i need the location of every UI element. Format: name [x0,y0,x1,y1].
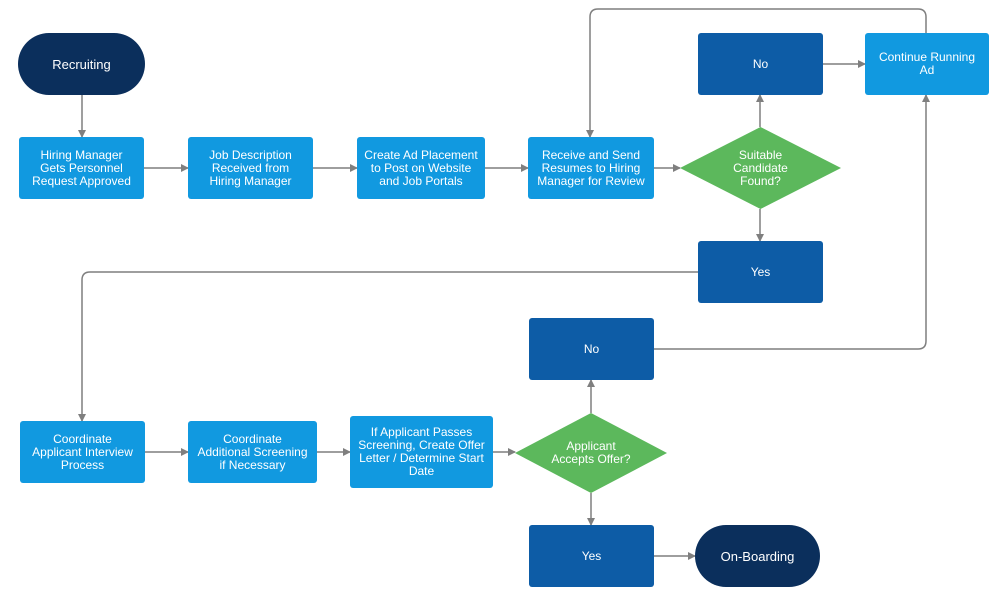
additional-screening-step: Coordinate Additional Screening if Neces… [188,421,317,483]
decision-diamond-shape [680,127,841,209]
coordinate-interview-step: Coordinate Applicant Interview Process [20,421,145,483]
yes-answer-top: Yes [698,241,823,303]
no-answer-top: No [698,33,823,95]
connector-yes-to-coordinate-interview [78,271,698,422]
decision-label: Suitable Candidate Found? [733,147,788,188]
create-offer-step: If Applicant Passes Screening, Create Of… [350,416,493,488]
hiring-manager-step: Hiring Manager Gets Personnel Request Ap… [19,137,144,199]
recruiting-terminal: Recruiting [18,33,145,95]
continue-running-ad-step: Continue Running Ad [865,33,989,95]
job-description-step: Job Description Received from Hiring Man… [188,137,313,199]
connector-no-bottom-to-continue-ad [654,94,930,350]
connector-continue-ad-to-receive-resumes [586,8,927,138]
onboarding-terminal: On-Boarding [695,525,820,587]
yes-answer-bottom: Yes [529,525,654,587]
decision-label: Applicant Accepts Offer? [551,439,631,466]
decision-diamond-shape [515,413,667,493]
no-answer-bottom: No [529,318,654,380]
suitable-candidate-decision: Suitable Candidate Found? [680,127,841,209]
accepts-offer-decision: Applicant Accepts Offer? [515,413,667,493]
receive-resumes-step: Receive and Send Resumes to Hiring Manag… [528,137,654,199]
ad-placement-step: Create Ad Placement to Post on Website a… [357,137,485,199]
